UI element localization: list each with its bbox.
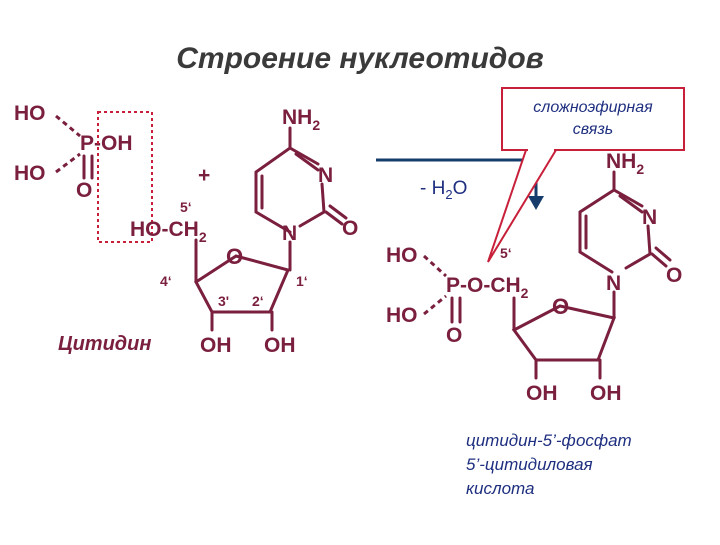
cytidine-base-ring-right	[298, 182, 326, 228]
cytidine-oh2: OH	[264, 334, 296, 357]
product-name-line3: кислота	[466, 479, 534, 498]
callout-pointer	[487, 149, 558, 263]
phosphate-ho-bottom: HO	[14, 162, 46, 185]
product-oh2: OH	[590, 382, 622, 405]
cytidine-pos4: 4‘	[160, 273, 172, 289]
product-n1: N	[606, 272, 621, 295]
cytidine-pos2: 2‘	[252, 293, 264, 309]
phosphate-p-oh: P-OH	[80, 132, 133, 155]
product-name-line1: цитидин-5’-фосфат	[466, 431, 632, 450]
cytidine-base-double-b	[294, 152, 320, 172]
product-base-ring-left	[578, 188, 644, 274]
product-carbonyl-o: O	[666, 264, 682, 287]
cytidine-nh2: NH2	[282, 106, 320, 133]
product-ho-top: HO	[386, 244, 418, 267]
product-carbonyl-bond-b	[654, 246, 672, 262]
product-nh2: NH2	[606, 150, 644, 177]
cytidine: 5‘ HO-CH2 O 4‘ 1‘ 3' 2‘ OH OH NH2 N N O …	[58, 106, 358, 357]
cytidine-n1: N	[282, 222, 297, 245]
phosphate-ho-top: HO	[14, 102, 46, 125]
reaction-arrow-head	[528, 196, 544, 210]
product-oh3: OH	[526, 382, 558, 405]
ester-bond-callout	[501, 87, 685, 151]
product-name-line2: 5’-цитидиловая	[466, 455, 593, 474]
product-ring-o: O	[552, 294, 569, 319]
cytidine-ring-o: O	[226, 244, 243, 269]
water-removal-box	[97, 111, 153, 243]
cytidine-base-ring-left	[254, 146, 320, 234]
cytidine-pos3: 3'	[218, 293, 229, 309]
phosphoric-acid: HO HO P-OH O	[14, 102, 133, 202]
product-p-o-ch2: P-O-CH2	[446, 274, 529, 301]
product-base-ring-right	[624, 224, 652, 270]
plus-sign: +	[198, 164, 210, 187]
phosphate-o: O	[76, 179, 92, 202]
minus-water: - H2O	[420, 178, 467, 202]
cytidine-carbonyl-bond-b	[328, 204, 348, 220]
product-carbonyl-bond-a	[650, 252, 668, 268]
product-ribose-ring	[511, 304, 617, 362]
cytidine-name: Цитидин	[58, 333, 151, 355]
cytidine-oh3: OH	[200, 334, 232, 357]
cytidine-ho-ch2: HO-CH2	[130, 218, 207, 245]
callout-line2: связь	[573, 121, 613, 138]
product-n3: N	[642, 206, 657, 229]
cytidine-ribose-ring	[194, 254, 291, 314]
page-title: Строение нуклеотидов	[176, 42, 544, 75]
cytidine-carbonyl-bond-a	[324, 210, 344, 226]
product-phosphate-bond-top	[422, 254, 448, 278]
cytidine-pos1: 1‘	[296, 273, 308, 289]
cytidine-n3: N	[318, 164, 333, 187]
product-phosphate-bond-bottom	[423, 294, 447, 316]
product-phosphate-o: O	[446, 324, 462, 347]
product-ho-bottom: HO	[386, 304, 418, 327]
cytidine-pos5: 5‘	[180, 199, 192, 215]
product-base-double-b	[618, 194, 644, 214]
callout-line1: сложноэфирная	[533, 99, 653, 116]
phosphate-bond-top	[55, 114, 81, 138]
product-pos5: 5‘	[500, 245, 512, 261]
cytidine-monophosphate: HO HO P-O-CH2 O 5‘ O OH OH NH2 N N O	[386, 150, 682, 405]
phosphate-bond-bottom	[55, 152, 81, 174]
cytidine-carbonyl-o: O	[342, 217, 358, 240]
